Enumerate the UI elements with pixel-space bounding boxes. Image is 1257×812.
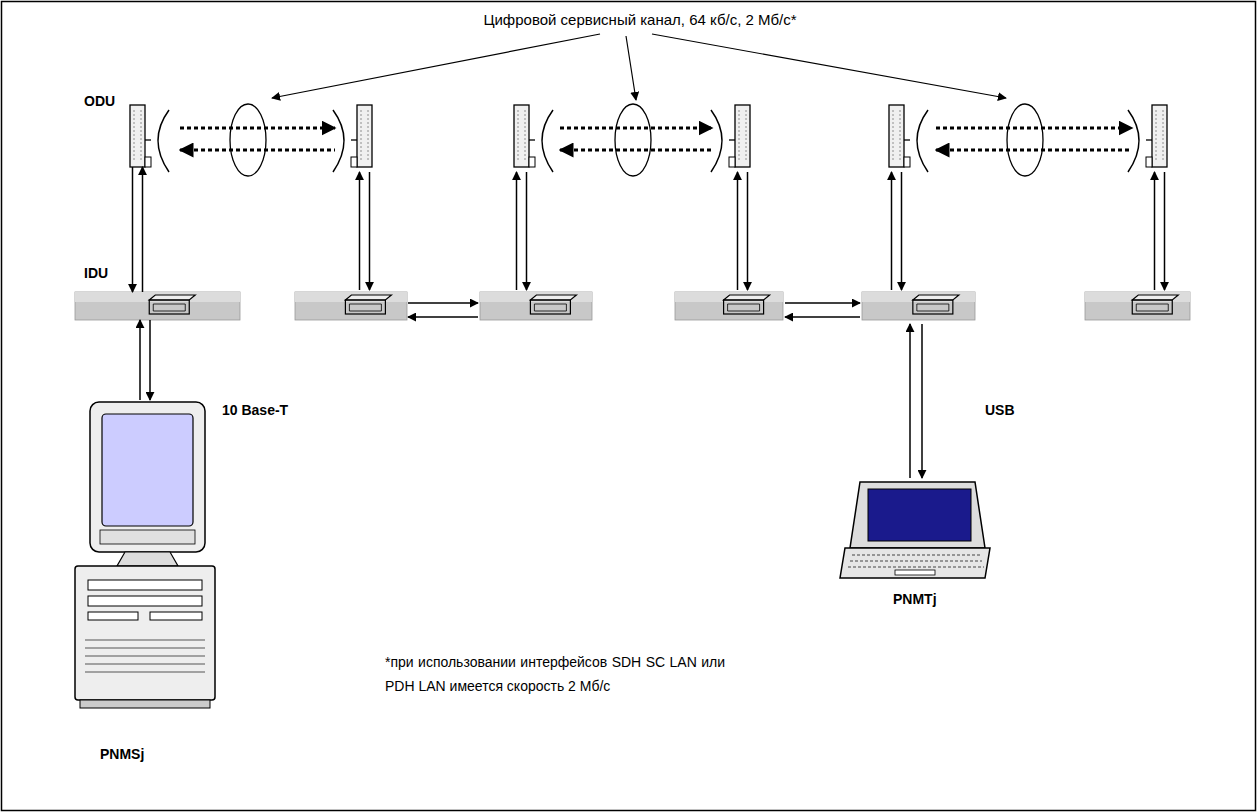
odu-antenna (130, 105, 169, 172)
pc-illustration (75, 402, 215, 708)
laptop-illustration (840, 482, 990, 578)
connector-line (132, 167, 134, 292)
pointer-arrow (272, 34, 600, 98)
pointer-arrow (652, 34, 1006, 98)
pc-workstation: PNMSj (75, 400, 215, 710)
interface-label: 10 Base-T (222, 402, 288, 419)
footnote: *при использовании интерфейсов SDH SC LA… (385, 650, 725, 698)
connector-line (149, 320, 151, 400)
node-label: PNMSj (100, 746, 144, 763)
laptop-terminal: PNMTj (845, 480, 990, 580)
connector-line (142, 167, 144, 292)
odu-idu-link (738, 172, 748, 290)
link-connector (140, 320, 150, 400)
interface-label: USB (985, 402, 1015, 419)
radio-hop (560, 104, 712, 176)
odu-unit: ODU (130, 105, 145, 167)
idu-unit (1085, 292, 1190, 320)
idu-unit (862, 292, 975, 320)
odu-idu-link (1155, 172, 1165, 290)
odu-antenna (514, 105, 553, 172)
node-label: IDU (84, 265, 108, 282)
pointer-arrow (626, 36, 636, 100)
odu-antenna (889, 105, 928, 172)
diagram-title: Цифровой сервисный канал, 64 кб/с, 2 Мб/… (140, 11, 1140, 29)
idu-unit (295, 292, 407, 320)
odu-idu-link (892, 172, 902, 290)
odu-antenna (1128, 105, 1167, 172)
idu-idu-link (785, 303, 860, 317)
odu-antenna (711, 105, 750, 172)
idu-unit-box: IDU (75, 292, 240, 320)
idu-unit (480, 292, 592, 320)
idu-unit (75, 292, 240, 320)
radio-hop (180, 104, 335, 176)
connector-line (139, 320, 141, 400)
link-connector (133, 167, 143, 292)
idu-unit (675, 292, 783, 320)
odu-antenna (333, 105, 372, 172)
idu-idu-link (408, 303, 478, 317)
node-label: ODU (84, 93, 115, 110)
radio-hop (936, 104, 1132, 176)
odu-idu-link (360, 172, 370, 290)
odu-idu-link (517, 172, 527, 290)
node-label: PNMTj (893, 591, 937, 608)
usb-link (910, 324, 922, 478)
